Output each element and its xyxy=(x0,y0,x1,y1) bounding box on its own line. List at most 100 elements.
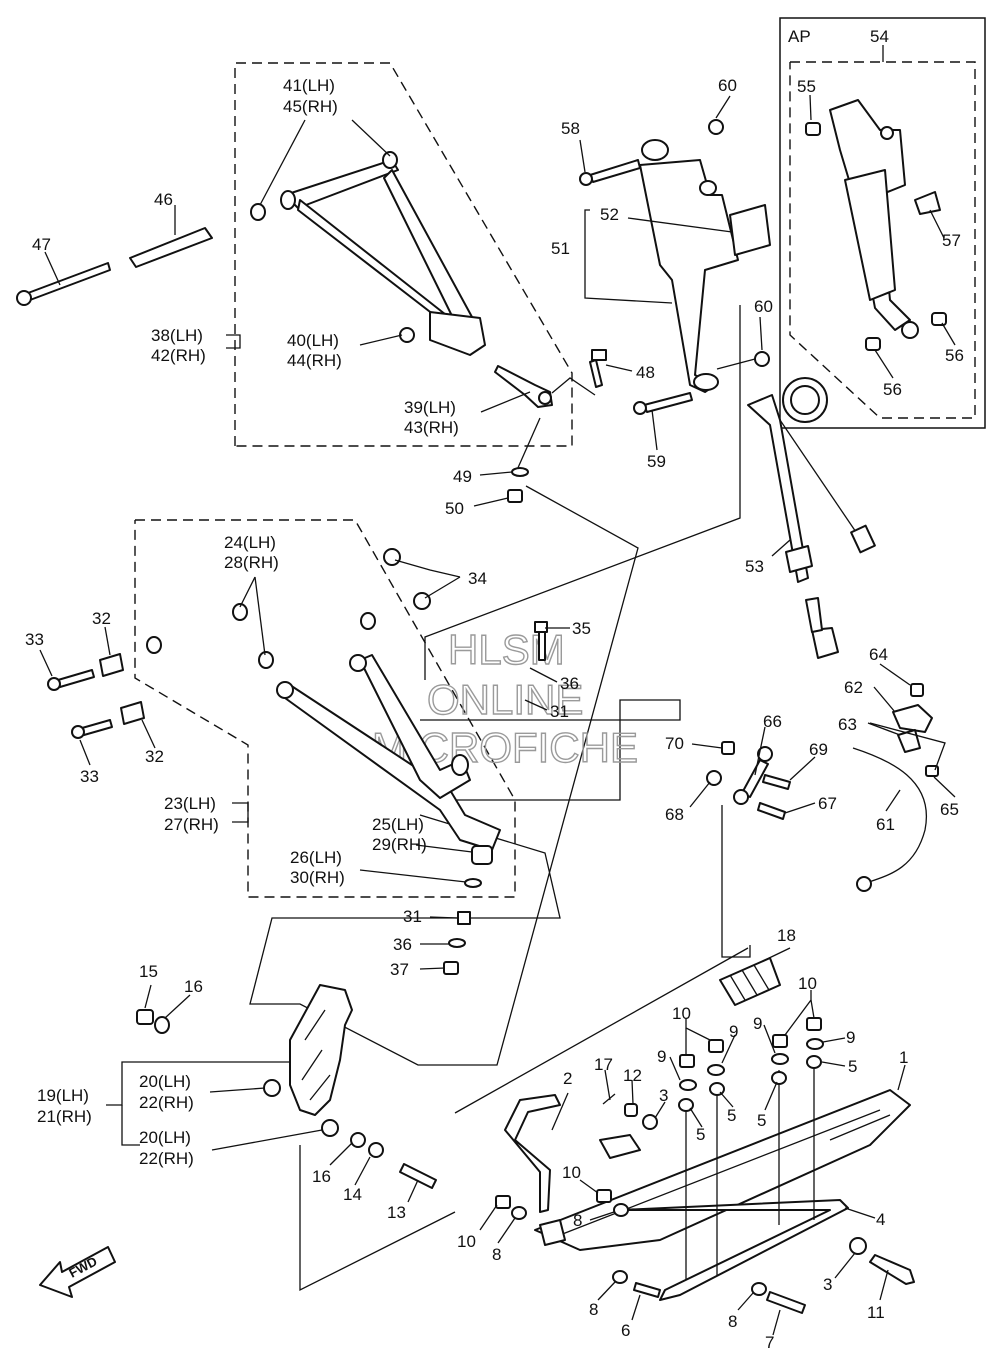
washer-16b xyxy=(350,1132,366,1148)
washer-5-group xyxy=(678,1055,822,1112)
pin-17 xyxy=(602,1093,616,1105)
callout-9-a: 9 xyxy=(729,1022,738,1041)
bushing-20b xyxy=(321,1119,339,1137)
callout-51: 51 xyxy=(551,239,570,258)
callout-13: 13 xyxy=(387,1203,406,1222)
callout-9-c: 9 xyxy=(846,1028,855,1047)
callout-37: 37 xyxy=(390,960,409,979)
callout-12: 12 xyxy=(623,1066,642,1085)
bolt-58 xyxy=(579,159,641,186)
bushing-56a xyxy=(865,337,881,351)
lower-a-arm xyxy=(276,654,501,851)
bushing-15 xyxy=(136,1009,154,1025)
callout-56-bottom: 56 xyxy=(883,380,902,399)
callout-10-top-left: 10 xyxy=(672,1004,691,1023)
callout-65: 65 xyxy=(940,800,959,819)
nut-50 xyxy=(507,489,523,503)
ap-shock-54 xyxy=(829,99,919,339)
callout-11: 11 xyxy=(867,1303,885,1322)
callout-53: 53 xyxy=(745,557,764,576)
callout-1: 1 xyxy=(899,1048,908,1067)
steering-post-53 xyxy=(747,377,876,659)
nut-60-top xyxy=(708,119,724,135)
upper-a-arm xyxy=(250,151,486,356)
long-bolt-47 xyxy=(16,262,111,306)
callout-20-lh-lower: 20(LH) xyxy=(139,1128,191,1147)
callout-9-b: 9 xyxy=(753,1014,762,1033)
callout-17: 17 xyxy=(594,1055,613,1074)
bolt-33a xyxy=(47,669,95,691)
callout-47: 47 xyxy=(32,235,51,254)
bushing-3b xyxy=(849,1237,867,1255)
nut-31 xyxy=(457,911,471,925)
washer-16a xyxy=(154,1016,170,1034)
callout-59: 59 xyxy=(647,452,666,471)
callout-8-left: 8 xyxy=(492,1245,501,1264)
nut-70 xyxy=(721,741,735,755)
lower-arm-group-outline xyxy=(134,519,516,898)
ski-handle-2 xyxy=(504,1094,641,1213)
bushing-68 xyxy=(706,770,722,786)
callout-57: 57 xyxy=(942,231,961,250)
callout-16-bottom: 16 xyxy=(312,1167,331,1186)
callout-34: 34 xyxy=(468,569,487,588)
bushing-56b xyxy=(931,312,947,326)
callout-27-rh: 27(RH) xyxy=(164,815,219,834)
runner-4 xyxy=(619,1199,849,1301)
ap-section-label: AP xyxy=(788,27,811,46)
washer-9-group xyxy=(679,1038,824,1091)
callout-20-lh-upper: 20(LH) xyxy=(139,1072,191,1091)
bushing-25 xyxy=(471,845,493,865)
callout-3-lower: 3 xyxy=(823,1275,832,1294)
bolt-11 xyxy=(869,1254,915,1285)
callout-5-d: 5 xyxy=(696,1125,705,1144)
callout-5-a: 5 xyxy=(848,1057,857,1076)
callout-29-rh: 29(RH) xyxy=(372,835,427,854)
callout-8-right: 8 xyxy=(728,1312,737,1331)
callout-54: 54 xyxy=(870,27,889,46)
shock-absorber-51 xyxy=(639,139,739,393)
ski-1 xyxy=(534,1089,911,1251)
callout-67: 67 xyxy=(818,794,837,813)
callout-52: 52 xyxy=(600,205,619,224)
callout-58: 58 xyxy=(561,119,580,138)
callout-61: 61 xyxy=(876,815,895,834)
callout-24-lh: 24(LH) xyxy=(224,533,276,552)
bushing-34 xyxy=(413,592,431,610)
callout-48: 48 xyxy=(636,363,655,382)
nut-60-lower xyxy=(754,351,770,367)
callout-28-rh: 28(RH) xyxy=(224,553,279,572)
callout-10-bottom: 10 xyxy=(457,1232,476,1251)
callout-69: 69 xyxy=(809,740,828,759)
ski-studs xyxy=(685,1062,815,1280)
bolt-69 xyxy=(762,774,791,790)
callout-43-rh: 43(RH) xyxy=(404,418,459,437)
callout-40-lh: 40(LH) xyxy=(287,331,339,350)
callout-10-mid: 10 xyxy=(562,1163,581,1182)
callout-64: 64 xyxy=(869,645,888,664)
callout-49: 49 xyxy=(453,467,472,486)
callout-70: 70 xyxy=(665,734,684,753)
assembly-lines xyxy=(249,305,756,1292)
callout-30-rh: 30(RH) xyxy=(290,868,345,887)
callout-9-d: 9 xyxy=(657,1047,666,1066)
callout-18: 18 xyxy=(777,926,796,945)
bolt-67 xyxy=(757,802,786,820)
screw-64 xyxy=(910,683,924,697)
bushing-55 xyxy=(805,122,821,136)
callout-21-rh: 21(RH) xyxy=(37,1107,92,1126)
callout-25-lh: 25(LH) xyxy=(372,815,424,834)
collar-24 xyxy=(146,548,401,669)
fwd-direction-badge: FWD xyxy=(39,1246,116,1298)
washer-49 xyxy=(511,467,529,477)
callout-7: 7 xyxy=(765,1333,774,1352)
callout-31-lower: 31 xyxy=(403,907,422,926)
callout-10-top-right: 10 xyxy=(798,974,817,993)
shock-guard-52 xyxy=(729,204,771,256)
upper-arm-shaft-46 xyxy=(129,227,213,268)
callout-33-bottom: 33 xyxy=(80,767,99,786)
nut-10-group xyxy=(495,1017,822,1209)
callout-68: 68 xyxy=(665,805,684,824)
callout-6: 6 xyxy=(621,1321,630,1340)
